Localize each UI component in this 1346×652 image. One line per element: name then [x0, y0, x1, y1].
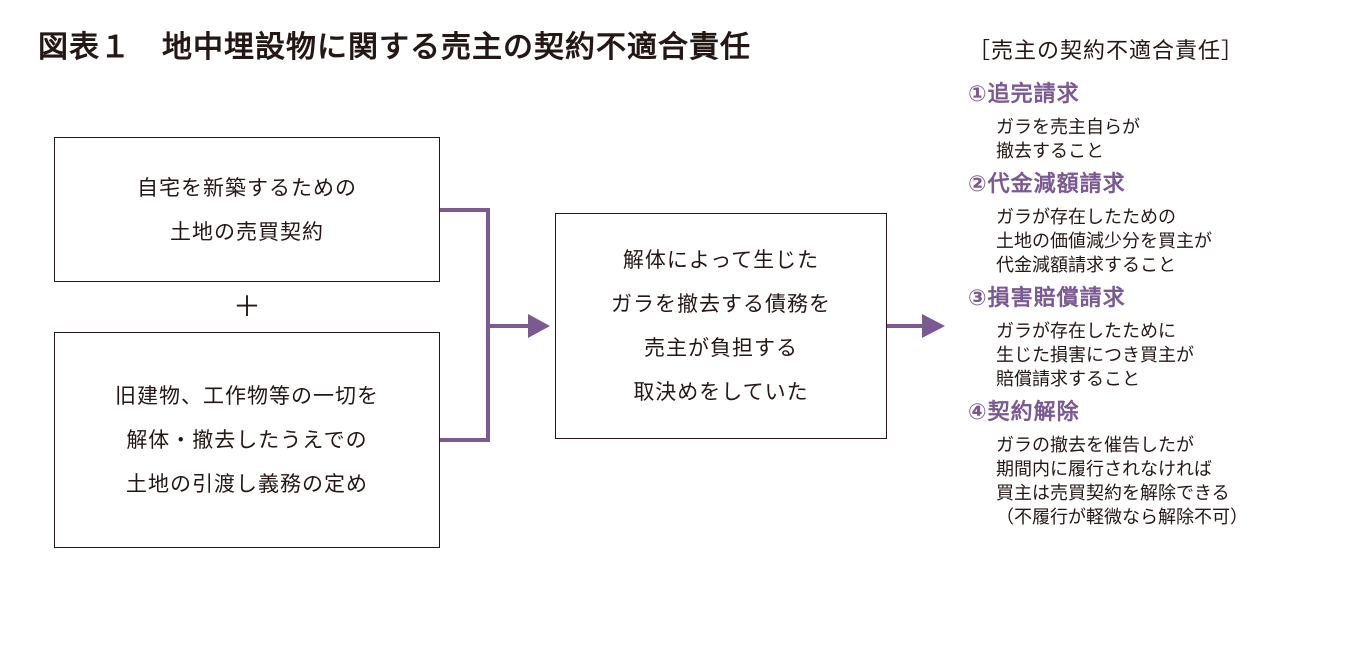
box-line: ガラを撤去する債務を	[611, 292, 831, 316]
remedy-line: ガラが存在したために	[996, 321, 1176, 342]
arrowhead-to-center	[528, 314, 550, 338]
sale-contract-box: 自宅を新築するための 土地の売買契約	[54, 137, 440, 282]
box-line: 取決めをしていた	[633, 380, 809, 404]
demolition-obligation-box: 旧建物、工作物等の一切を 解体・撤去したうえでの 土地の引渡し義務の定め	[54, 332, 440, 548]
debris-removal-agreement-box: 解体によって生じた ガラを撤去する債務を 売主が負担する 取決めをしていた	[555, 213, 887, 439]
box-line: 旧建物、工作物等の一切を	[115, 384, 379, 408]
remedy-line: 撤去すること	[996, 141, 1104, 162]
remedy-line: ガラが存在したための	[996, 207, 1176, 228]
remedy-line: ガラの撤去を催告したが	[996, 435, 1194, 456]
remedy-line: ガラを売主自らが	[996, 117, 1140, 138]
remedy-line: 賠償請求すること	[996, 369, 1140, 390]
box-line: 解体・撤去したうえでの	[126, 428, 368, 452]
remedy-cure-request: ①追完請求 ガラを売主自らが 撤去すること	[968, 80, 1338, 164]
bracket-connector	[440, 208, 490, 442]
remedy-title: ③損害賠償請求	[968, 286, 1126, 311]
remedy-line: 期間内に履行されなければ	[996, 459, 1212, 480]
remedy-line: 土地の価値減少分を買主が	[996, 231, 1212, 252]
arrowhead-to-panel	[922, 314, 945, 338]
panel-heading: ［売主の契約不適合責任］	[968, 39, 1245, 64]
remedy-description: ガラの撤去を催告したが 期間内に履行されなければ 買主は売買契約を解除できる （…	[968, 434, 1338, 530]
remedy-line: 代金減額請求すること	[996, 255, 1176, 276]
remedy-damages-claim: ③損害賠償請求 ガラが存在したために 生じた損害につき買主が 賠償請求すること	[968, 284, 1338, 392]
box-line: 土地の売買契約	[170, 219, 324, 244]
liability-panel: ［売主の契約不適合責任］ ①追完請求 ガラを売主自らが 撤去すること ②代金減額…	[968, 30, 1338, 530]
box-line: 解体によって生じた	[622, 248, 820, 272]
box-line: 売主が負担する	[644, 336, 798, 360]
remedy-contract-termination: ④契約解除 ガラの撤去を催告したが 期間内に履行されなければ 買主は売買契約を解…	[968, 398, 1338, 530]
remedy-description: ガラを売主自らが 撤去すること	[968, 116, 1338, 164]
remedy-line: （不履行が軽微なら解除不可）	[996, 507, 1248, 528]
remedy-description: ガラが存在したために 生じた損害につき買主が 賠償請求すること	[968, 320, 1338, 392]
remedy-title: ④契約解除	[968, 400, 1080, 425]
box-line: 土地の引渡し義務の定め	[126, 472, 368, 496]
diagram-title: 図表１ 地中埋設物に関する売主の契約不適合責任	[38, 30, 751, 65]
plus-sign: ＋	[232, 290, 261, 323]
remedy-line: 買主は売買契約を解除できる	[996, 483, 1230, 504]
remedy-price-reduction: ②代金減額請求 ガラが存在したための 土地の価値減少分を買主が 代金減額請求する…	[968, 170, 1338, 278]
remedy-description: ガラが存在したための 土地の価値減少分を買主が 代金減額請求すること	[968, 206, 1338, 278]
remedy-line: 生じた損害につき買主が	[996, 345, 1194, 366]
remedy-title: ①追完請求	[968, 82, 1080, 107]
remedy-title: ②代金減額請求	[968, 172, 1126, 197]
box-line: 自宅を新築するための	[137, 175, 357, 200]
